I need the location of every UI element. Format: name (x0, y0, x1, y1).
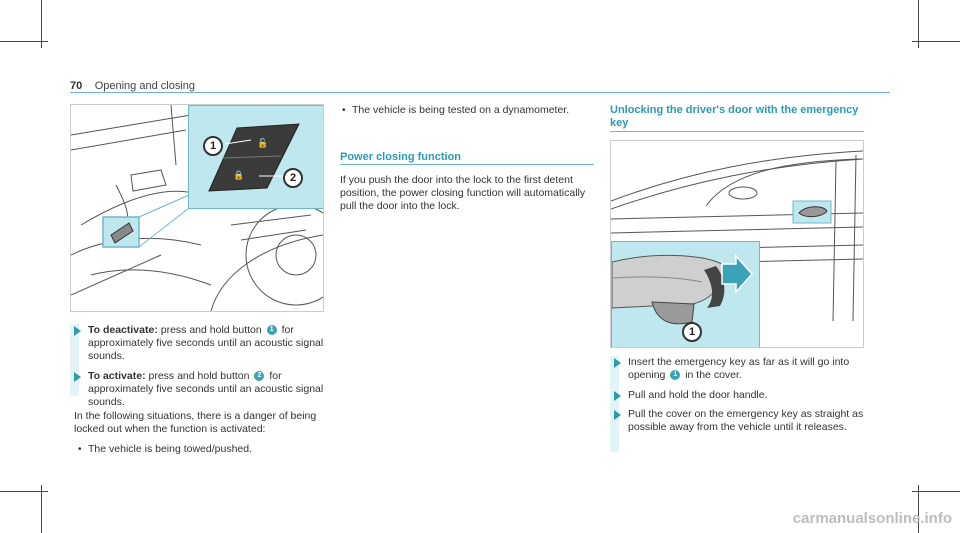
step-deactivate: To deactivate: press and hold button 1 f… (74, 324, 324, 363)
heading-rule (340, 164, 594, 165)
step-text: for approximately five seconds until an … (88, 324, 324, 362)
step-bar (610, 356, 619, 452)
callout-mini: 1 (266, 325, 277, 336)
list-item: • The vehicle is being tested on a dynam… (342, 104, 592, 117)
svg-text:🔒: 🔒 (233, 170, 244, 181)
step-text: for approximately five seconds until an … (88, 370, 324, 408)
callout-2: 2 (283, 168, 303, 188)
power-closing-paragraph: If you push the door into the lock to th… (340, 174, 586, 212)
step-arrow-icon (74, 326, 81, 336)
crop-mark (41, 485, 42, 533)
heading-rule (610, 131, 864, 132)
page-header: 70 Opening and closing (70, 76, 195, 94)
switch-inset: 🔓 🔒 1 2 (188, 105, 323, 209)
step-activate: To activate: press and hold button 2 for… (74, 370, 324, 409)
step-text: Insert the emergency key as far as it wi… (628, 356, 850, 381)
crop-mark (0, 491, 48, 492)
door-panel-illustration (71, 105, 323, 311)
step-arrow-icon (74, 372, 81, 382)
list-item: • The vehicle is being towed/pushed. (78, 443, 324, 456)
callout-1: 1 (682, 322, 702, 342)
list-item-text: The vehicle is being tested on a dynamom… (352, 104, 570, 116)
crop-mark (918, 0, 919, 48)
section-heading: Power closing function (340, 151, 462, 163)
svg-text:🔓: 🔓 (257, 137, 268, 149)
crop-mark (41, 0, 42, 48)
bullet-icon: • (78, 444, 82, 455)
callout-1: 1 (203, 136, 223, 156)
crop-mark (912, 491, 960, 492)
step-text: press and hold button (145, 370, 253, 382)
watermark: carmanualsonline.info (792, 510, 952, 527)
callout-mini: 2 (254, 371, 265, 382)
step-pull-handle: Pull and hold the door handle. (614, 389, 864, 402)
page-number: 70 (70, 80, 83, 92)
handle-inset: 1 (611, 241, 760, 347)
handle-closeup (611, 254, 754, 325)
list-item-text: The vehicle is being towed/pushed. (88, 443, 253, 455)
step-arrow-icon (614, 391, 621, 401)
figure-door-panel: 🔓 🔒 1 2 (70, 104, 324, 312)
figure-door-handle: 1 (610, 140, 864, 348)
step-arrow-icon (614, 358, 621, 368)
crop-mark (918, 485, 919, 533)
step-text: in the cover. (682, 369, 742, 381)
step-text: Pull and hold the door handle. (628, 389, 768, 401)
switch-closeup: 🔓 🔒 (208, 123, 300, 192)
step-pull-cover: Pull the cover on the emergency key as s… (614, 408, 864, 434)
bullet-icon: • (342, 105, 346, 116)
step-label: To activate: (88, 370, 146, 382)
callout-mini: 1 (670, 370, 681, 381)
crop-mark (912, 41, 960, 42)
step-bar (70, 324, 79, 396)
step-arrow-icon (614, 410, 621, 420)
section-heading: Unlocking the driver's door with the eme… (610, 104, 859, 129)
step-text: press and hold button (157, 324, 265, 336)
header-rule (70, 92, 890, 93)
section-title: Opening and closing (94, 80, 195, 92)
situation-paragraph: In the following situations, there is a … (74, 410, 317, 435)
step-label: To deactivate: (88, 324, 158, 336)
step-insert-key: Insert the emergency key as far as it wi… (614, 356, 864, 382)
step-text: Pull the cover on the emergency key as s… (628, 408, 864, 433)
crop-mark (0, 41, 48, 42)
